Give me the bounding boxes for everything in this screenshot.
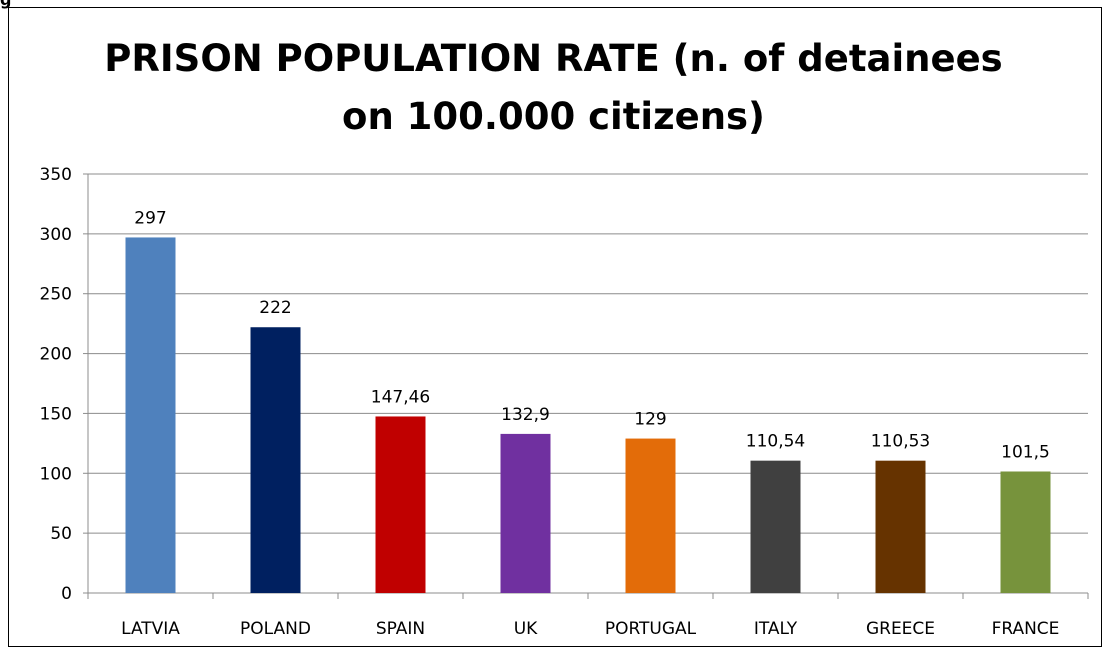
x-tick-label: SPAIN bbox=[376, 619, 425, 639]
x-tick-label: LATVIA bbox=[121, 619, 180, 639]
y-tick-label: 0 bbox=[61, 584, 72, 604]
bar-france bbox=[1000, 471, 1051, 593]
bar-uk bbox=[500, 433, 551, 593]
chart-title: PRISON POPULATION RATE (n. of detainees … bbox=[104, 37, 1003, 138]
bar-italy bbox=[750, 460, 801, 593]
data-label: 147,46 bbox=[371, 387, 430, 407]
y-tick-label: 250 bbox=[40, 285, 72, 305]
x-tick-label: POLAND bbox=[240, 619, 311, 639]
x-tick-label: FRANCE bbox=[992, 619, 1060, 639]
x-tick-label: UK bbox=[514, 619, 538, 639]
bar-latvia bbox=[125, 237, 176, 593]
corner-fragment-text: g bbox=[0, 0, 11, 9]
data-label: 101,5 bbox=[1001, 442, 1050, 462]
bar-portugal bbox=[625, 438, 676, 593]
data-label: 110,54 bbox=[746, 432, 805, 452]
x-tick-label: PORTUGAL bbox=[605, 619, 697, 639]
y-tick-label: 350 bbox=[40, 165, 72, 185]
y-tick-label: 50 bbox=[50, 524, 72, 544]
data-label: 222 bbox=[259, 298, 291, 318]
data-label: 297 bbox=[134, 208, 166, 228]
data-label: 129 bbox=[634, 410, 666, 430]
x-tick-label: ITALY bbox=[754, 619, 798, 639]
bar-greece bbox=[875, 460, 926, 593]
y-tick-label: 150 bbox=[40, 404, 72, 424]
data-label: 132,9 bbox=[501, 405, 550, 425]
data-label: 110,53 bbox=[871, 432, 930, 452]
bar-spain bbox=[375, 416, 426, 593]
bar-poland bbox=[250, 327, 301, 593]
x-tick-label: GREECE bbox=[866, 619, 935, 639]
y-tick-label: 300 bbox=[40, 225, 72, 245]
y-tick-label: 100 bbox=[40, 464, 72, 484]
y-tick-label: 200 bbox=[40, 345, 72, 365]
